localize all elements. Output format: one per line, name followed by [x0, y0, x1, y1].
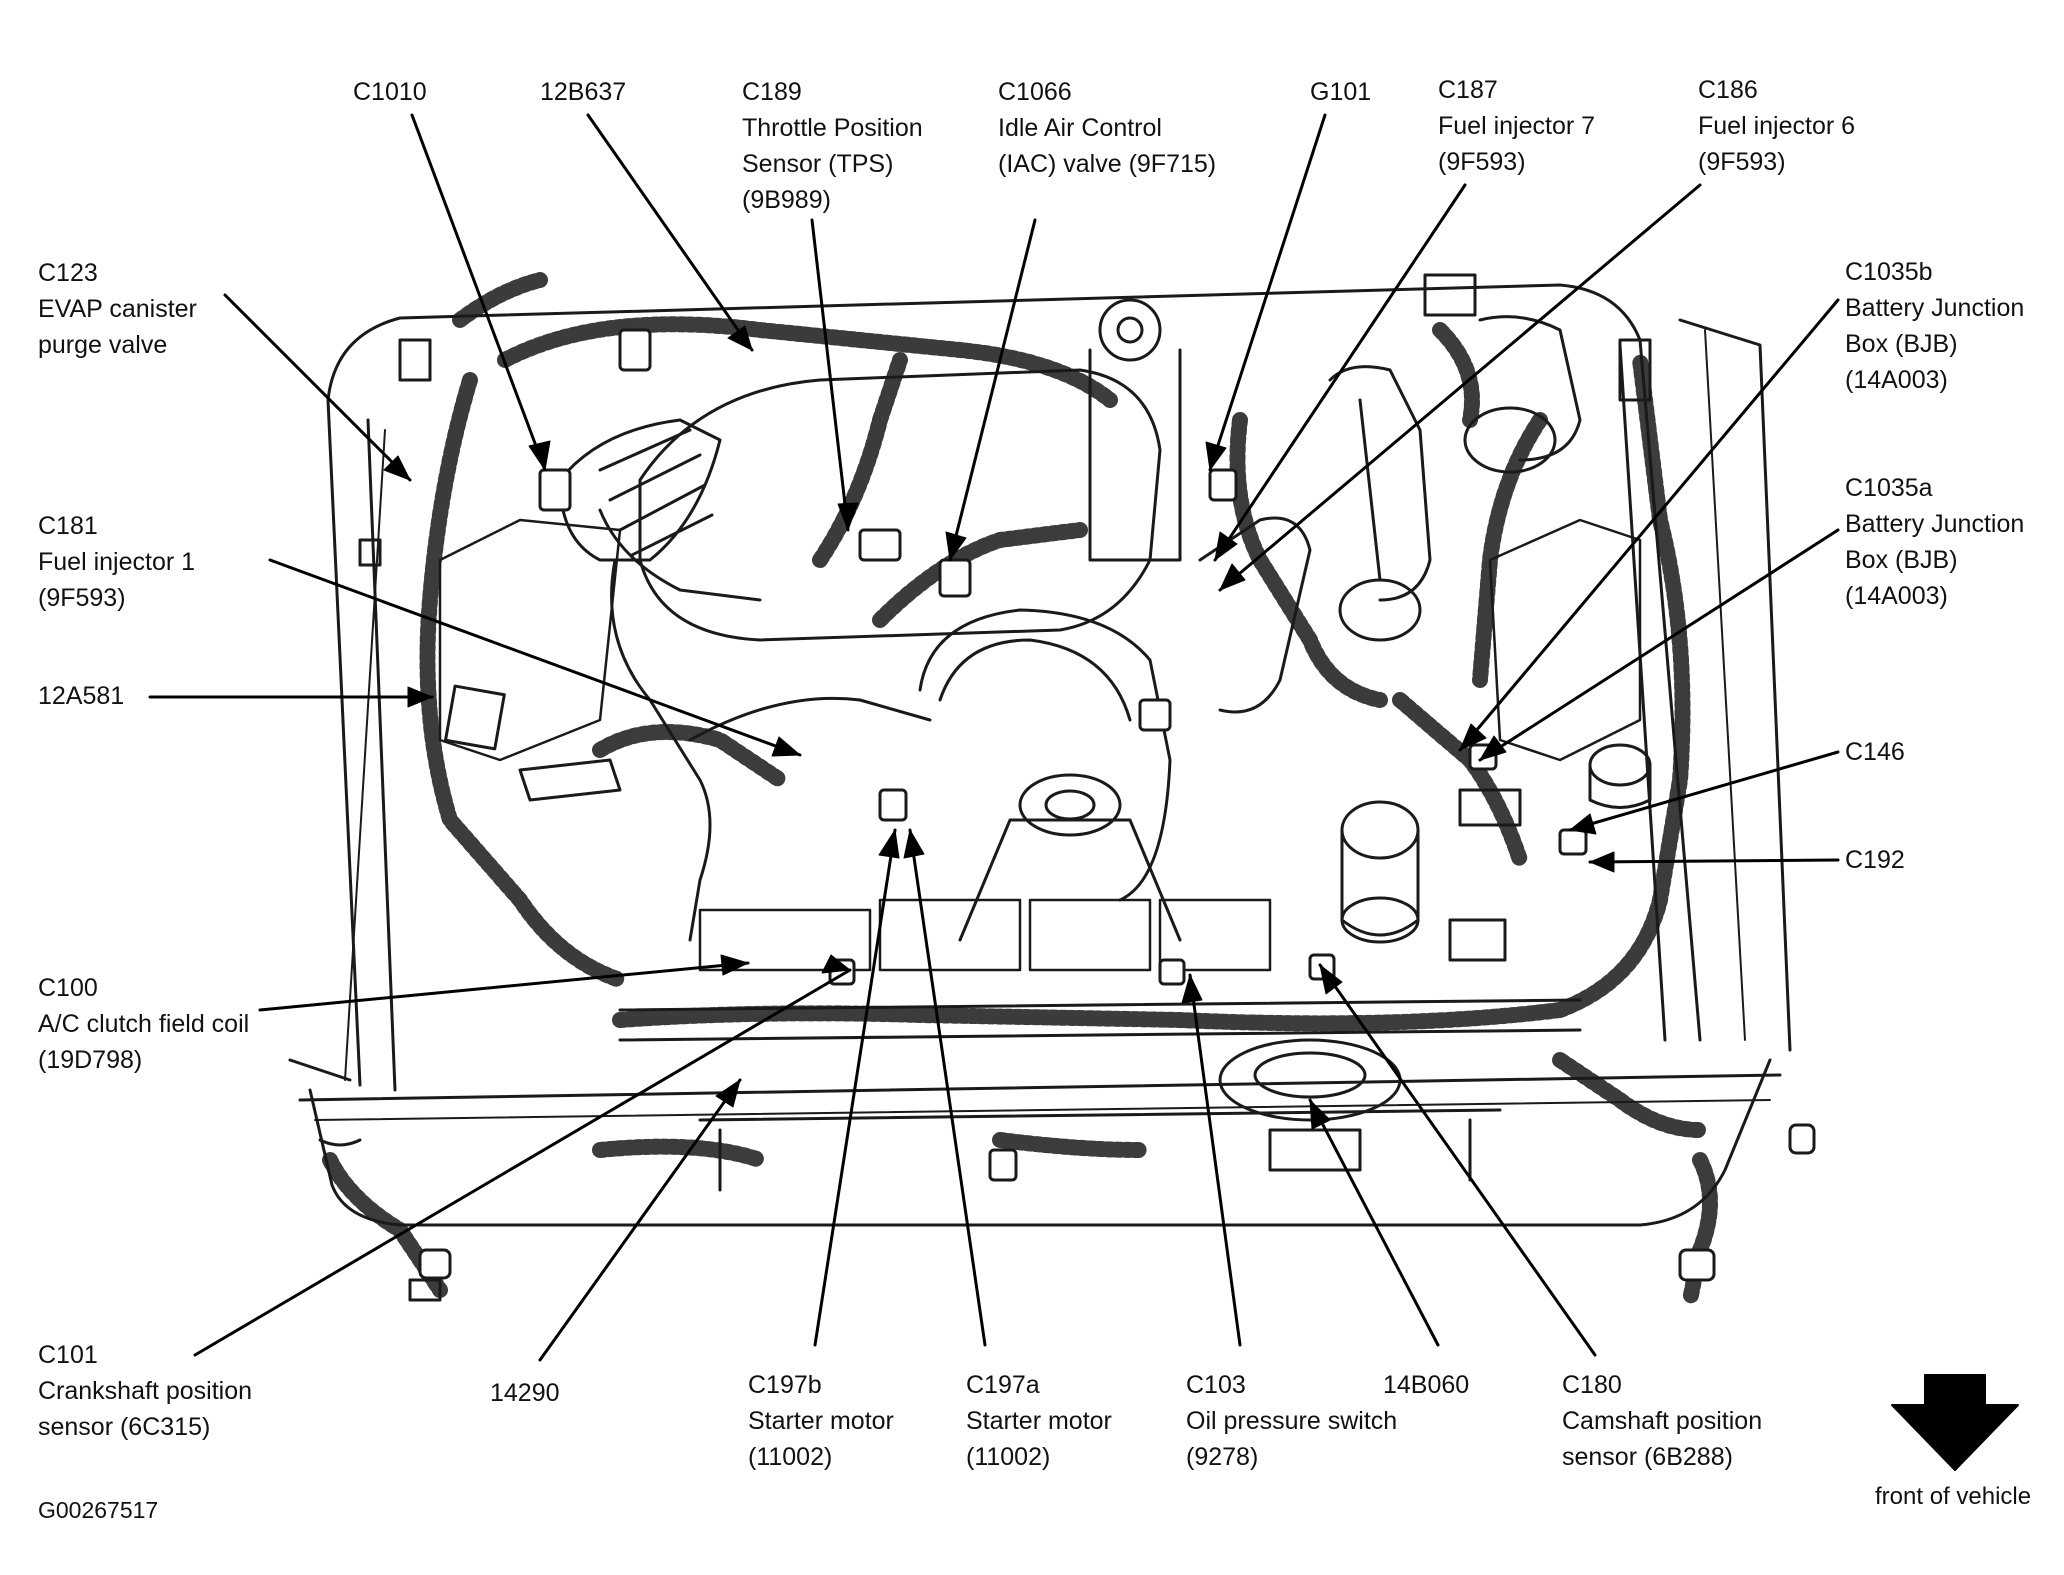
leader-c100: [258, 961, 750, 1012]
leader-c180: [1318, 963, 1597, 1357]
left-side-components: [318, 338, 622, 1302]
callout-c1010: C1010: [353, 78, 427, 106]
callout-14b060: 14B060: [1383, 1371, 1470, 1399]
callout-12b637: 12B637: [540, 78, 627, 106]
callout-12a581: 12A581: [38, 682, 125, 710]
leader-c1035a: [1478, 528, 1840, 762]
figure-id: G00267517: [38, 1497, 159, 1523]
air-intake-tube: [1328, 315, 1582, 642]
leader-14290: [538, 1078, 742, 1362]
leader-lines: [148, 113, 1840, 1362]
leader-c101: [193, 968, 852, 1357]
leader-c189: [810, 218, 850, 532]
leader-arrowheads: [383, 325, 1615, 1130]
leader-c103: [1188, 973, 1242, 1347]
leader-c186: [1218, 183, 1702, 592]
leader-c1066: [948, 218, 1037, 562]
leader-12b637: [586, 113, 754, 352]
callout-g101: G101: [1310, 78, 1372, 106]
leader-c192: [1588, 858, 1840, 864]
connectors: [418, 328, 1816, 1282]
leader-c197a: [908, 828, 987, 1347]
leader-c1010: [410, 113, 547, 472]
leader-14b060: [1308, 1098, 1440, 1347]
leader-c1035b: [1458, 298, 1840, 752]
leader-c181: [268, 558, 802, 757]
front-arrow-icon: [1891, 1374, 2019, 1471]
valve-covers: [438, 518, 1642, 972]
oil-filter-area: [1340, 273, 1652, 962]
leader-c197b: [813, 828, 897, 1347]
callout-c146: C146: [1845, 738, 1905, 766]
callout-c192: C192: [1845, 846, 1905, 874]
leader-g101: [1208, 113, 1327, 472]
wiring-harness: [322, 272, 1718, 1308]
leader-c146: [1568, 750, 1840, 832]
callout-14290: 14290: [490, 1379, 560, 1407]
leader-c187: [1213, 183, 1467, 562]
leader-c123: [223, 293, 412, 482]
intake-plenum: [598, 368, 1312, 942]
front-of-vehicle-label: front of vehicle: [1875, 1483, 2032, 1510]
intake-bellows: [558, 298, 1182, 562]
lower-crossmember: [618, 998, 1582, 1192]
